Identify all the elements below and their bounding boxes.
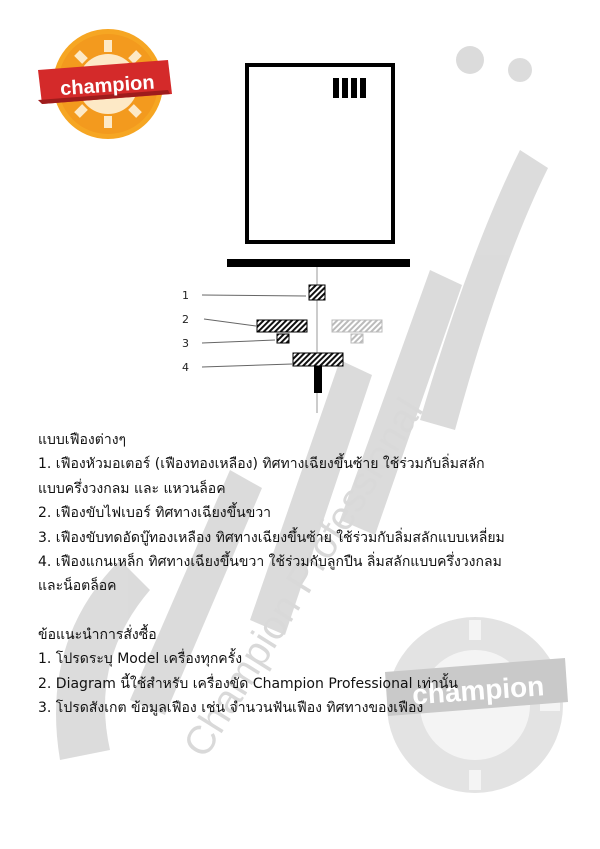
gear-types-line: 3. เฟืองขับทดอัดบู๊ทองเหลือง ทิศทางเฉียง… <box>38 529 505 546</box>
champion-logo-faded: champion <box>385 617 568 793</box>
gear-4 <box>292 352 344 367</box>
gear-types-line: แบบครึ่งวงกลม และ แหวนล็อค <box>38 480 226 497</box>
order-advice-line: 2. Diagram นี้ใช้สำหรับ เครื่องขัด Champ… <box>38 675 458 692</box>
gear-4-shaft <box>314 366 322 393</box>
gear-types-heading: แบบเฟืองต่างๆ <box>38 432 127 448</box>
base-plate <box>227 259 410 267</box>
description-text: แบบเฟืองต่างๆ 1. เฟืองหัวมอเตอร์ (เฟืองท… <box>38 428 588 720</box>
order-advice-line: 3. โปรดสังเกต ข้อมูลเฟือง เช่น จำนวนฟันเ… <box>38 700 424 717</box>
gear-3-mirror <box>350 333 364 344</box>
gear-types-line: และน็อตล็อค <box>38 578 117 595</box>
gear-2-mirror <box>331 319 383 333</box>
callout-3: 3 <box>182 337 189 350</box>
leader-lines <box>201 294 307 368</box>
callout-2: 2 <box>182 313 189 326</box>
motor-housing <box>245 63 395 244</box>
gear-1 <box>308 284 326 301</box>
vent-slots <box>333 78 366 98</box>
order-advice-heading: ข้อแนะนำการสั่งซื้อ <box>38 626 157 643</box>
callout-4: 4 <box>182 361 189 374</box>
order-advice-line: 1. โปรดระบุ Model เครื่องทุกครั้ง <box>38 651 243 668</box>
gear-2 <box>256 319 308 333</box>
gear-diagram: 1 2 3 4 <box>182 63 410 413</box>
callout-1: 1 <box>182 289 189 302</box>
gear-types-line: 2. เฟืองขับไฟเบอร์ ทิศทางเฉียงขึ้นขวา <box>38 505 272 522</box>
gear-3 <box>276 333 290 344</box>
gear-types-line: 1. เฟืองหัวมอเตอร์ (เฟืองทองเหลือง) ทิศท… <box>38 456 485 473</box>
gear-types-line: 4. เฟืองแกนเหล็ก ทิศทางเฉียงขึ้นขวา ใช้ร… <box>38 554 502 571</box>
champion-logo: champion <box>38 29 172 139</box>
